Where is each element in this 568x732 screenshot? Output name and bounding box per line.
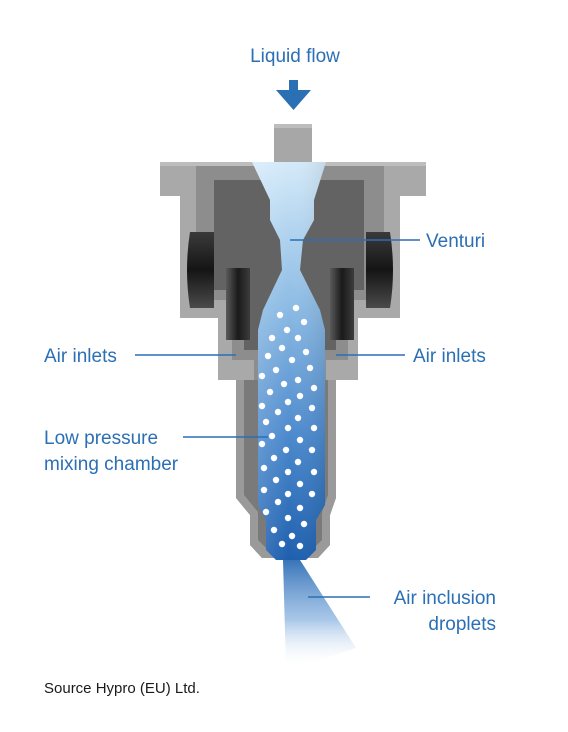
air-bubble [280, 380, 288, 388]
air-bubble [270, 526, 278, 534]
air-bubble [310, 384, 318, 392]
air-bubble [258, 440, 266, 448]
air-bubble [278, 540, 286, 548]
air-bubble [284, 424, 292, 432]
air-bubble [274, 408, 282, 416]
air-inclusion-label-line2: droplets [428, 614, 496, 635]
low-pressure-label-line2: mixing chamber [44, 454, 179, 475]
air-bubble [288, 356, 296, 364]
low-pressure-label-line1: Low pressure [44, 428, 158, 449]
air-bubble [294, 334, 302, 342]
air-inlets-right-label: Air inlets [413, 346, 486, 367]
venturi-label: Venturi [426, 231, 485, 252]
air-bubble [262, 418, 270, 426]
air-bubble [300, 520, 308, 528]
air-inlets-left-label: Air inlets [44, 346, 117, 367]
air-bubble [258, 402, 266, 410]
air-bubble [300, 318, 308, 326]
air-inclusion-label-line1: Air inclusion [394, 588, 496, 609]
air-bubbles [258, 304, 318, 550]
air-bubble [264, 352, 272, 360]
air-bubble [284, 490, 292, 498]
air-bubble [266, 388, 274, 396]
air-bubble [294, 414, 302, 422]
air-bubble [288, 532, 296, 540]
air-bubble [294, 458, 302, 466]
air-bubble [292, 304, 300, 312]
air-bubble [268, 432, 276, 440]
air-bubble [296, 436, 304, 444]
air-bubble [283, 326, 291, 334]
air-bubble [278, 344, 286, 352]
air-bubble [282, 446, 290, 454]
air-bubble [306, 364, 314, 372]
air-bubble [310, 424, 318, 432]
air-bubble [308, 404, 316, 412]
air-bubble [260, 464, 268, 472]
air-bubble [296, 504, 304, 512]
air-bubble [302, 348, 310, 356]
liquid-channel [252, 162, 326, 560]
liquid-flow-label: Liquid flow [250, 46, 340, 67]
air-bubble [294, 376, 302, 384]
air-bubble [268, 334, 276, 342]
air-bubble [310, 468, 318, 476]
air-bubble [272, 476, 280, 484]
air-bubble [270, 454, 278, 462]
air-bubble [296, 392, 304, 400]
air-bubble [296, 542, 304, 550]
air-bubble [308, 446, 316, 454]
air-bubble [274, 498, 282, 506]
air-bubble [284, 514, 292, 522]
spray-cone [283, 560, 356, 668]
arrow-down-icon [276, 80, 311, 110]
air-bubble [296, 480, 304, 488]
air-bubble [284, 398, 292, 406]
air-bubble [262, 508, 270, 516]
air-bubble [276, 311, 284, 319]
air-bubble [272, 366, 280, 374]
air-bubble [258, 372, 266, 380]
air-bubble [284, 468, 292, 476]
source-credit: Source Hypro (EU) Ltd. [44, 680, 200, 697]
air-bubble [308, 490, 316, 498]
air-bubble [260, 486, 268, 494]
